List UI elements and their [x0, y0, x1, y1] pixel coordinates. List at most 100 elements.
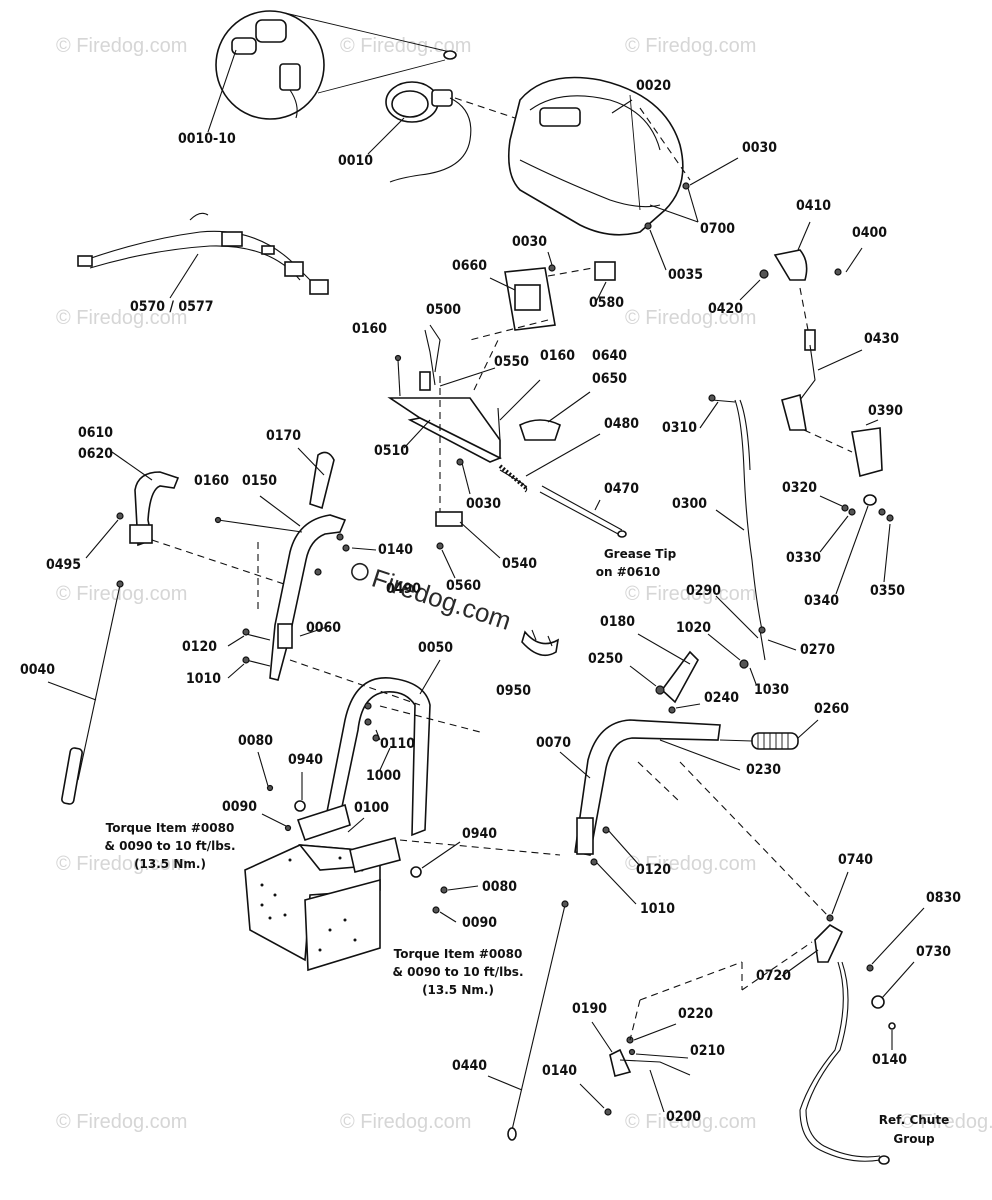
leader	[649, 204, 699, 223]
part-label-l0050: 0050	[418, 640, 453, 656]
part-label-l0210: 0210	[690, 1043, 725, 1059]
part-label-l0430: 0430	[864, 331, 899, 347]
notes: Grease Tip on #0610 Torque Item #0080 & …	[105, 547, 950, 1146]
part-label-l1010b: 1010	[640, 901, 675, 917]
lower-handle	[244, 659, 561, 972]
chute-bracket	[85, 451, 291, 587]
part-label-l0140a: 0140	[378, 542, 413, 558]
wire-harness	[77, 212, 329, 299]
cable-0720	[639, 761, 925, 1165]
watermark: © Firedog.com	[56, 853, 187, 875]
torque-note-left: Torque Item #0080	[106, 821, 235, 835]
part-label-l0420: 0420	[708, 301, 743, 317]
part-label-l0090b: 0090	[462, 915, 497, 931]
part-label-l0330: 0330	[786, 550, 821, 566]
part-label-l0090a: 0090	[222, 799, 257, 815]
chute-lever	[739, 221, 863, 331]
watermark: © Firedog.com	[340, 1111, 471, 1133]
part-label-l0300: 0300	[672, 496, 707, 512]
part-label-l0160a: 0160	[352, 321, 387, 337]
watermark: © Firedog.com	[56, 307, 187, 329]
watermark-layer: © Firedog.com © Firedog.com © Firedog.co…	[56, 35, 992, 1133]
part-label-l0940a: 0940	[288, 752, 323, 768]
leader	[649, 229, 667, 271]
part-label-l0700: 0700	[700, 221, 735, 237]
leader	[687, 187, 699, 223]
part-label-l0060: 0060	[306, 620, 341, 636]
grease-tip-note: Grease Tip	[604, 547, 677, 561]
part-label-l0350: 0350	[870, 583, 905, 599]
part-label-l0150: 0150	[242, 473, 277, 489]
part-label-l0170: 0170	[266, 428, 301, 444]
part-label-l0620: 0620	[78, 446, 113, 462]
part-label-l0080a: 0080	[238, 733, 273, 749]
part-label-l0120a: 0120	[182, 639, 217, 655]
watermark: © Firedog.com	[900, 1111, 992, 1133]
ref-chute-note-2: Group	[893, 1132, 935, 1146]
part-label-l0080b: 0080	[482, 879, 517, 895]
part-label-l0510: 0510	[374, 443, 409, 459]
part-label-l0550: 0550	[494, 354, 529, 370]
part-label-l0440: 0440	[452, 1058, 487, 1074]
part-label-l0220: 0220	[678, 1006, 713, 1022]
part-label-l0030c: 0030	[466, 496, 501, 512]
part-label-l0180: 0180	[600, 614, 635, 630]
part-label-l1000: 1000	[366, 768, 401, 784]
part-label-l0070: 0070	[536, 735, 571, 751]
part-label-l0495: 0495	[46, 557, 81, 573]
part-label-l0030a: 0030	[742, 140, 777, 156]
part-label-l0490: 0490	[386, 581, 421, 597]
part-label-l0140c: 0140	[872, 1052, 907, 1068]
part-label-l0010: 0010	[338, 153, 373, 169]
part-label-l0570: 0570 / 0577	[130, 299, 213, 315]
watermark: © Firedog.com	[625, 853, 756, 875]
part-label-l0560: 0560	[446, 578, 481, 594]
grease-tip-note-2: on #0610	[596, 565, 660, 579]
part-label-l0660: 0660	[452, 258, 487, 274]
part-label-l1030: 1030	[754, 682, 789, 698]
part-label-l0270: 0270	[800, 642, 835, 658]
part-label-l0100: 0100	[354, 800, 389, 816]
part-label-l0470: 0470	[604, 481, 639, 497]
part-label-l0720: 0720	[756, 968, 791, 984]
headlight-inset	[207, 10, 457, 133]
clip-0950	[521, 629, 560, 657]
part-label-l0730: 0730	[916, 944, 951, 960]
part-label-l0640: 0640	[592, 348, 627, 364]
watermark: © Firedog.com	[625, 1111, 756, 1133]
torque-note-left-3: (13.5 Nm.)	[134, 857, 206, 871]
part-label-l0740: 0740	[838, 852, 873, 868]
part-label-l0830: 0830	[926, 890, 961, 906]
part-label-l0260: 0260	[814, 701, 849, 717]
part-label-l0140b: 0140	[542, 1063, 577, 1079]
watermark: © Firedog.com	[56, 1111, 187, 1133]
part-label-l0035: 0035	[668, 267, 703, 283]
part-label-l0390: 0390	[868, 403, 903, 419]
switch-plate	[469, 251, 616, 341]
part-label-l0230: 0230	[746, 762, 781, 778]
part-label-l0650: 0650	[592, 371, 627, 387]
cable-0440	[487, 900, 569, 1141]
lever-0190	[579, 999, 691, 1116]
part-label-l0540: 0540	[502, 556, 537, 572]
part-label-l0160c: 0160	[194, 473, 229, 489]
cable-0300	[699, 394, 797, 685]
torque-note-left-2: & 0090 to 10 ft/lbs.	[105, 839, 236, 853]
watermark: © Firedog.com	[625, 583, 756, 605]
part-label-l0010_10: 0010-10	[178, 131, 236, 147]
part-label-l0580: 0580	[589, 295, 624, 311]
washer-stack	[819, 494, 894, 595]
part-label-l0400: 0400	[852, 225, 887, 241]
part-label-l1010a: 1010	[186, 671, 221, 687]
part-label-l0610: 0610	[78, 425, 113, 441]
part-label-l0110: 0110	[380, 736, 415, 752]
leader	[611, 99, 633, 114]
leader	[689, 157, 739, 186]
part-label-l0940b: 0940	[462, 826, 497, 842]
part-label-l0320: 0320	[782, 480, 817, 496]
part-label-l0120b: 0120	[636, 862, 671, 878]
grip-0260	[629, 633, 819, 750]
torque-note-right-3: (13.5 Nm.)	[422, 983, 494, 997]
part-label-l0240: 0240	[704, 690, 739, 706]
